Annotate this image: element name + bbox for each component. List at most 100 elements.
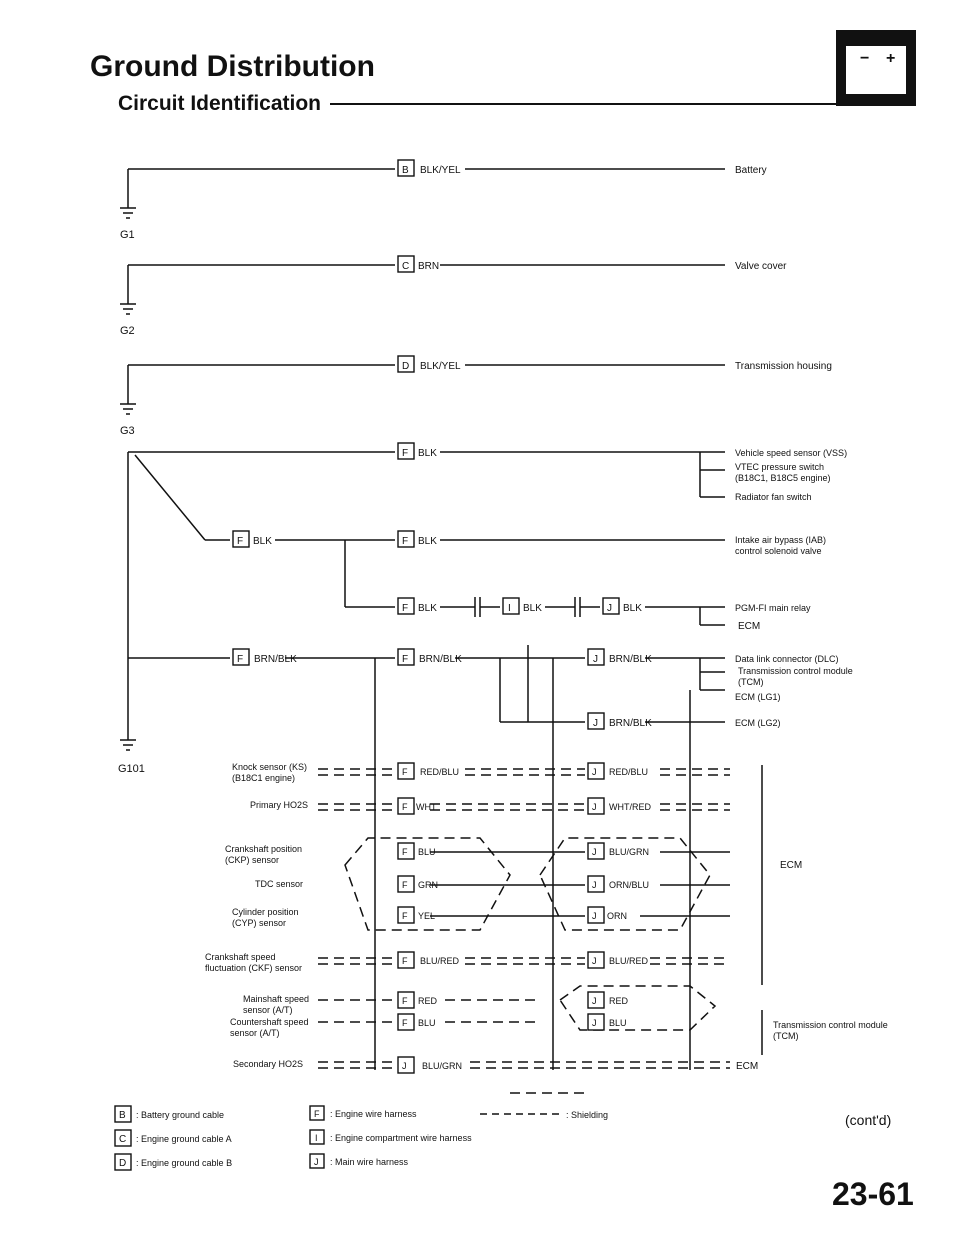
wire-color: BLK/YEL — [420, 361, 461, 372]
connector-code: F — [402, 847, 408, 857]
sensor-countershaft-at: sensor (A/T) — [230, 1028, 280, 1038]
legend-code-i: I — [315, 1133, 318, 1143]
connector-code: J — [592, 996, 597, 1006]
wire-color: BRN/BLK — [419, 654, 462, 665]
sensor-knock-engine: (B18C1 engine) — [232, 773, 295, 783]
connector-code: F — [237, 654, 243, 665]
dest-radiator-fan: Radiator fan switch — [735, 492, 812, 502]
legend-engine-ground-b: : Engine ground cable B — [136, 1158, 232, 1168]
wire-color: BLK — [418, 603, 437, 614]
sensor-countershaft: Countershaft speed — [230, 1017, 309, 1027]
connector-code: C — [402, 261, 409, 272]
wire-color: RED — [609, 996, 629, 1006]
legend-engine-ground-a: : Engine ground cable A — [136, 1134, 232, 1144]
connector-code: F — [402, 1018, 408, 1028]
wire-color: ORN/BLU — [609, 880, 649, 890]
wire-color: BRN — [418, 261, 439, 272]
wire-color: BRN/BLK — [254, 654, 297, 665]
wire-color: BLU/GRN — [609, 847, 649, 857]
connector-code: J — [592, 802, 597, 812]
wire-color: BLU — [609, 1018, 627, 1028]
wire-color: BLU/GRN — [422, 1061, 462, 1071]
dest-tcm-abbr: (TCM) — [738, 677, 764, 687]
connector-code: F — [402, 880, 408, 890]
dest-valve-cover: Valve cover — [735, 261, 787, 272]
legend-code-b: B — [119, 1110, 126, 1121]
wire-color: WHT — [416, 802, 437, 812]
sensor-knock: Knock sensor (KS) — [232, 762, 307, 772]
connector-code: F — [402, 767, 408, 777]
legend-code-j: J — [314, 1157, 319, 1167]
connector-code: F — [402, 996, 408, 1006]
dest-tcm: Transmission control module — [738, 666, 853, 676]
tcm-group-label: Transmission control module — [773, 1020, 888, 1030]
connector-code: F — [402, 448, 408, 459]
sensor-ckf-abbr: fluctuation (CKF) sensor — [205, 963, 302, 973]
connector-code: J — [592, 767, 597, 777]
page-number: 23-61 — [832, 1176, 914, 1212]
dest-ecm: ECM — [738, 621, 760, 632]
wire-color: YEL — [418, 911, 435, 921]
legend-battery-ground: : Battery ground cable — [136, 1110, 224, 1120]
connector-code: J — [592, 847, 597, 857]
sensor-mainshaft: Mainshaft speed — [243, 994, 309, 1004]
sensor-ckp-abbr: (CKP) sensor — [225, 855, 279, 865]
dest-ecm-lg2: ECM (LG2) — [735, 718, 781, 728]
dest-vtec: VTEC pressure switch — [735, 462, 824, 472]
legend-engine-harness: : Engine wire harness — [330, 1109, 417, 1119]
wire-color: BLU/RED — [420, 956, 460, 966]
connector-code: J — [592, 956, 597, 966]
wire-color: GRN — [418, 880, 438, 890]
connector-code: J — [592, 911, 597, 921]
ground-label-g2: G2 — [120, 325, 135, 337]
connector-code: F — [402, 536, 408, 547]
sensor-cyp-abbr: (CYP) sensor — [232, 918, 286, 928]
sensor-secondary-ho2s: Secondary HO2S — [233, 1059, 303, 1069]
connector-code: F — [402, 802, 408, 812]
connector-code: F — [402, 956, 408, 966]
dest-iab: Intake air bypass (IAB) — [735, 535, 826, 545]
wire-color: RED — [418, 996, 438, 1006]
connector-code: F — [402, 654, 408, 665]
dest-battery: Battery — [735, 165, 767, 176]
sensor-cyp: Cylinder position — [232, 907, 299, 917]
ground-label-g3: G3 — [120, 425, 135, 437]
legend-engine-compartment-harness: : Engine compartment wire harness — [330, 1133, 472, 1143]
dest-vtec-engine: (B18C1, B18C5 engine) — [735, 473, 831, 483]
page-title: Ground Distribution — [90, 50, 375, 83]
legend-code-c: C — [119, 1134, 126, 1145]
wire-color: BRN/BLK — [609, 718, 652, 729]
sensor-ckp: Crankshaft position — [225, 844, 302, 854]
wire-color: BLK — [623, 603, 642, 614]
legend-main-harness: : Main wire harness — [330, 1157, 409, 1167]
connector-code: J — [592, 880, 597, 890]
connector-code: F — [402, 911, 408, 921]
connector-code: J — [607, 603, 612, 614]
wire-color: RED/BLU — [420, 767, 459, 777]
sensor-tdc: TDC sensor — [255, 879, 303, 889]
sensor-primary-ho2s: Primary HO2S — [250, 800, 308, 810]
legend-code-f: F — [314, 1109, 320, 1119]
dest-vss: Vehicle speed sensor (VSS) — [735, 448, 847, 458]
wire-color: BLU — [418, 847, 436, 857]
dest-iab-valve: control solenoid valve — [735, 546, 822, 556]
ecm-group-label: ECM — [780, 860, 802, 871]
ground-label-g101: G101 — [118, 763, 145, 775]
dest-pgm-fi-relay: PGM-FI main relay — [735, 603, 811, 613]
dest-dlc: Data link connector (DLC) — [735, 654, 839, 664]
ecm-bottom-label: ECM — [736, 1061, 758, 1072]
dest-ecm-lg1: ECM (LG1) — [735, 692, 781, 702]
connector-code: D — [402, 361, 409, 372]
connector-code: J — [593, 654, 598, 665]
connector-code: F — [237, 536, 243, 547]
continued-note: (cont'd) — [845, 1112, 892, 1128]
connector-code: I — [508, 603, 511, 614]
wire-color: BRN/BLK — [609, 654, 652, 665]
connector-code: B — [402, 165, 409, 176]
legend-code-d: D — [119, 1158, 126, 1169]
page-subtitle: Circuit Identification — [118, 92, 322, 115]
wire-color: BLK — [418, 448, 437, 459]
wire-color: BLU — [418, 1018, 436, 1028]
wire-color: BLK — [253, 536, 272, 547]
